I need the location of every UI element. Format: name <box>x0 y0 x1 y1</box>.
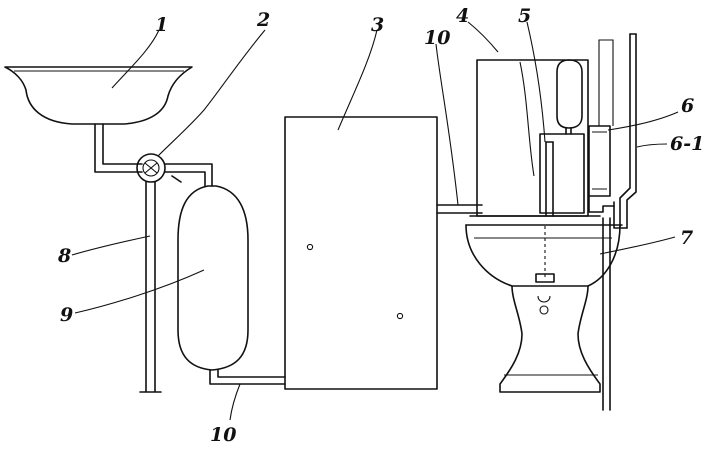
label-5: 5 <box>518 5 531 27</box>
label-8: 8 <box>57 245 71 267</box>
vent-pipe <box>602 33 637 411</box>
label-10-top: 10 <box>424 27 450 49</box>
bottom-connecting-pipe <box>209 369 286 385</box>
filter-cylinder <box>588 39 615 213</box>
toilet-cistern <box>469 59 601 217</box>
label-9: 9 <box>60 304 73 326</box>
label-6: 6 <box>681 95 694 117</box>
label-6-1: 6-1 <box>670 133 704 155</box>
wash-basin <box>4 66 193 173</box>
float-valve <box>539 59 585 217</box>
pressure-tank <box>177 185 249 371</box>
toilet-bowl <box>465 224 623 393</box>
label-10-bottom: 10 <box>210 424 236 446</box>
drain-pipe <box>139 181 162 393</box>
label-7: 7 <box>680 227 693 249</box>
three-way-valve <box>136 153 213 187</box>
label-4: 4 <box>456 5 469 27</box>
label-1: 1 <box>155 14 168 36</box>
top-connecting-pipe <box>436 204 483 214</box>
label-2: 2 <box>256 9 270 31</box>
label-3: 3 <box>371 14 384 36</box>
leader-lines <box>71 21 679 421</box>
storage-tank <box>284 116 438 390</box>
part-number-labels: 1 2 3 10 4 5 6 6-1 7 8 9 10 <box>57 5 704 446</box>
